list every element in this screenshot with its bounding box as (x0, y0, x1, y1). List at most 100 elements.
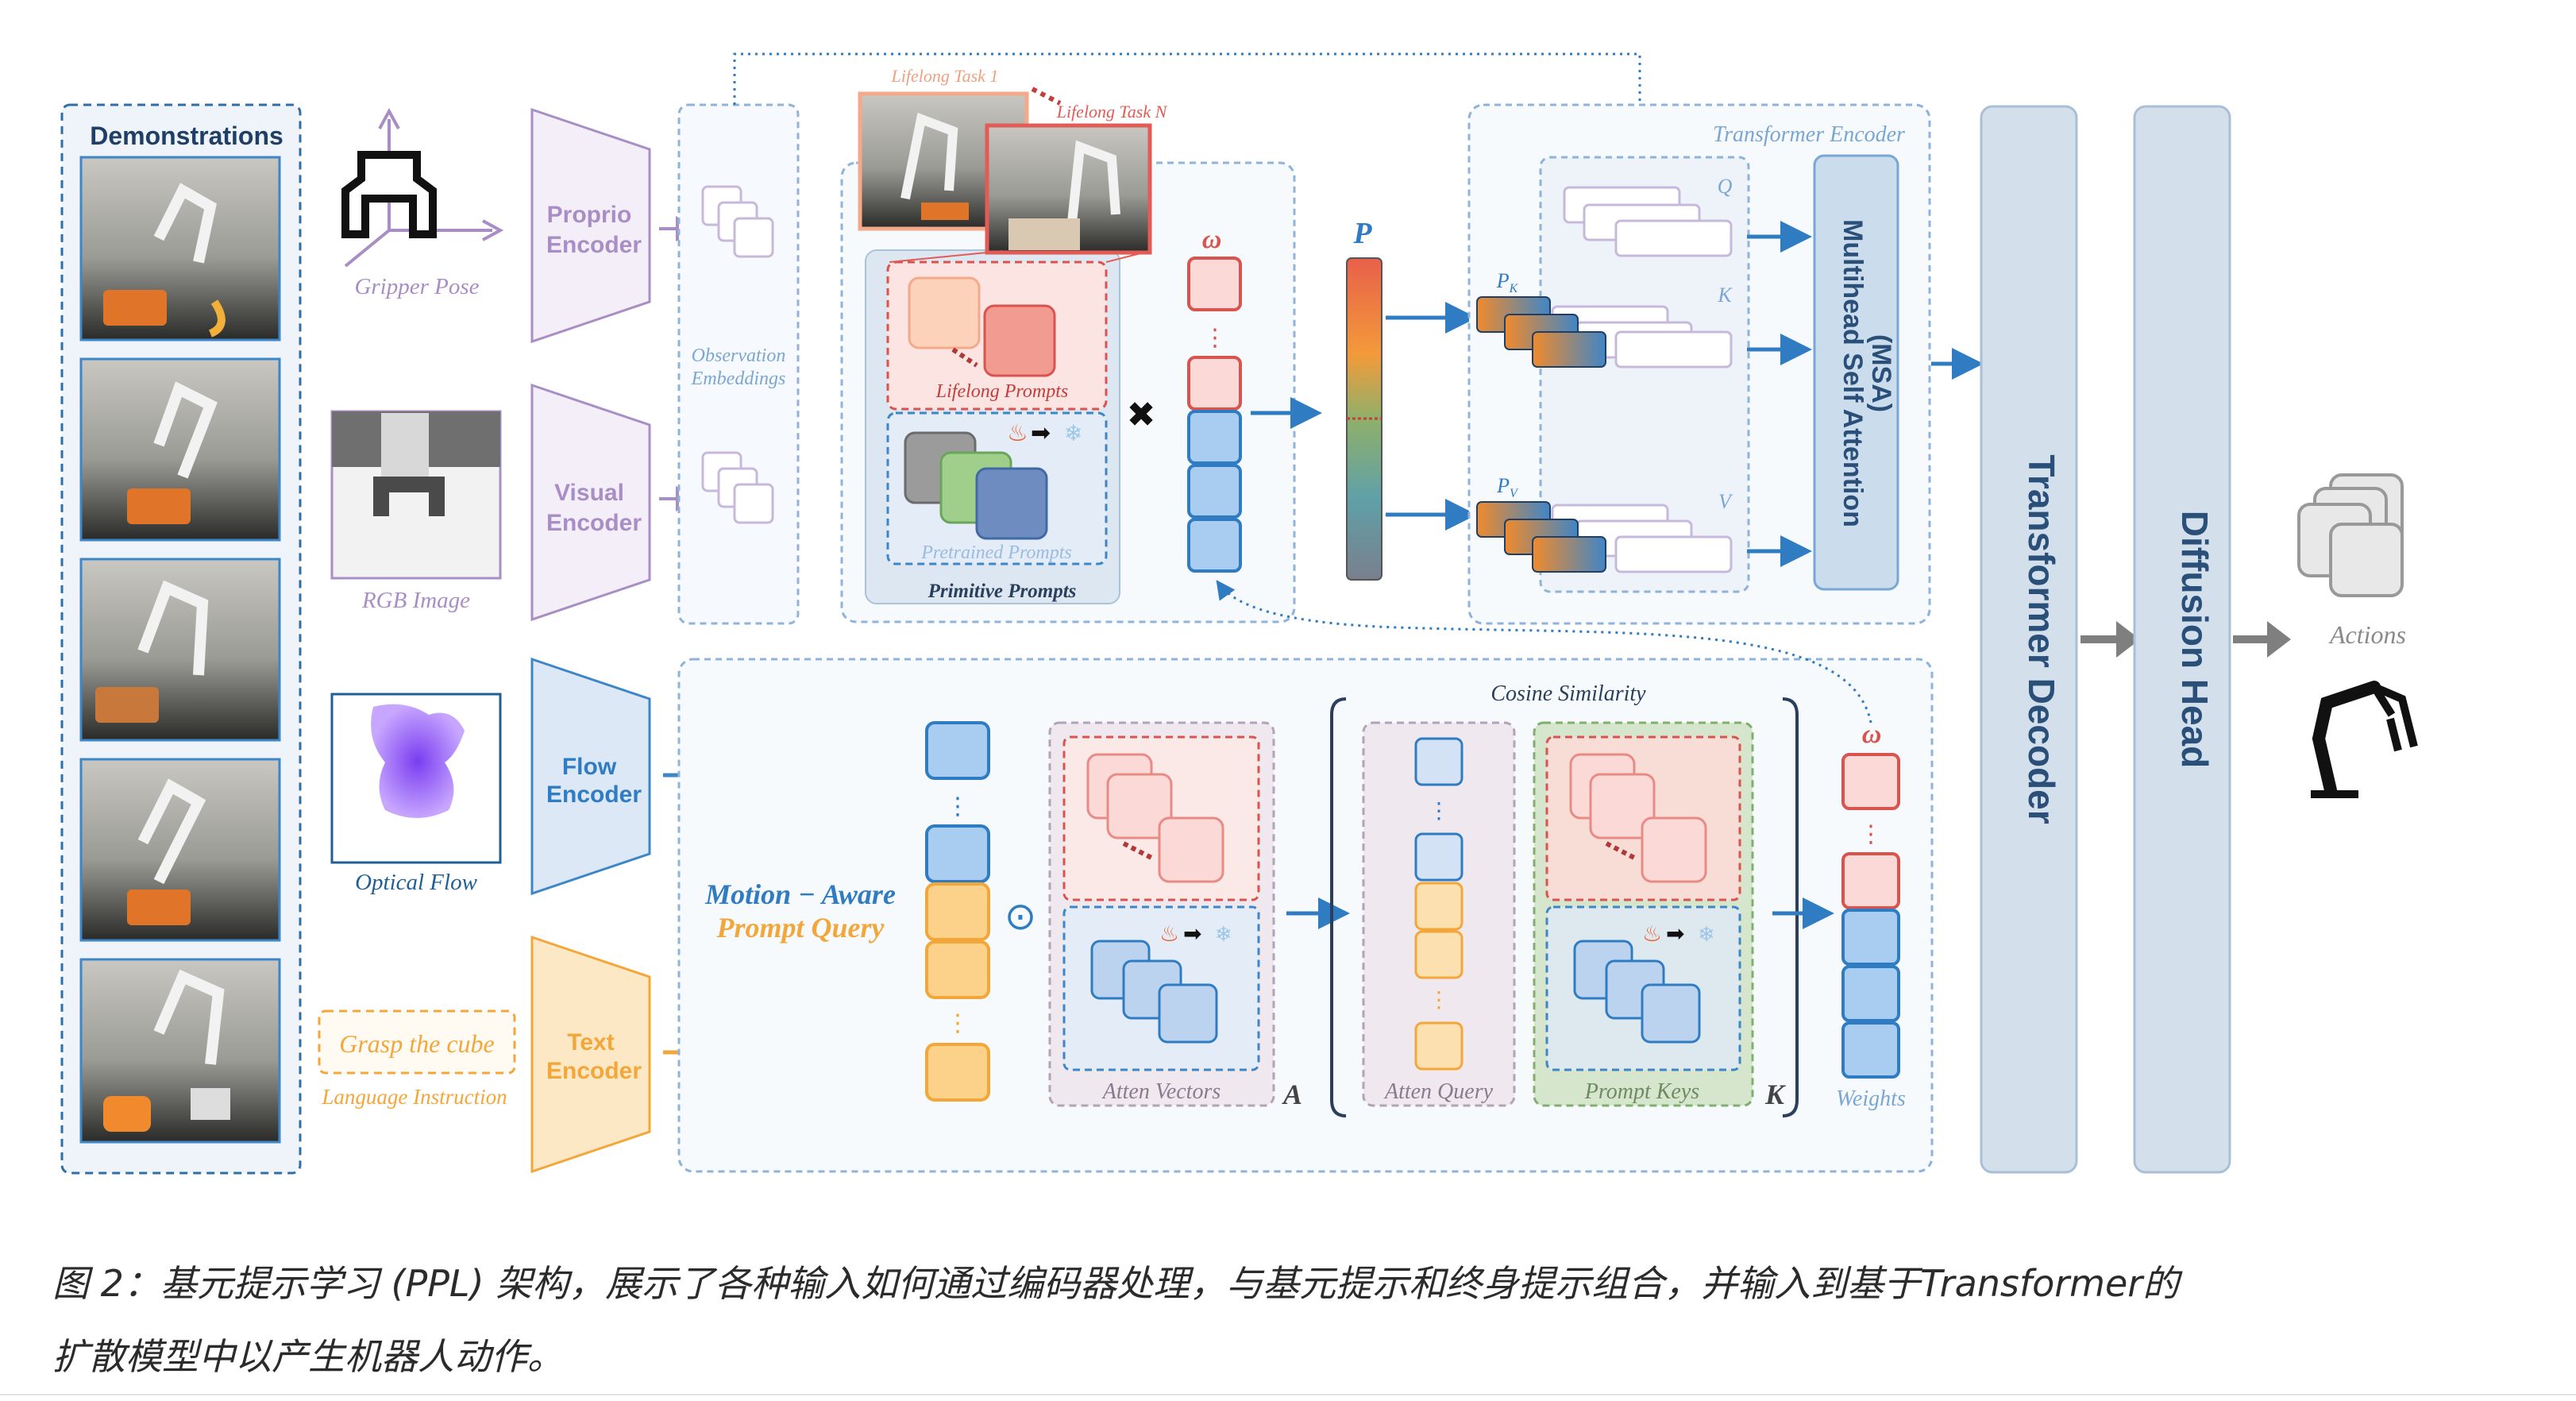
svg-text:Flow: Flow (562, 754, 617, 780)
demo-frame-4 (79, 758, 281, 942)
lifelong-task-1-label: Lifelong Task 1 (891, 66, 999, 86)
flow-encoder: Flow Encoder (530, 657, 651, 896)
gripper-pose-icon (341, 107, 504, 268)
fire-icon-2: ♨ (1159, 921, 1179, 946)
lifelong-prompts-label: Lifelong Prompts (935, 381, 1068, 402)
caption-line-2: 扩散模型中以产生机器人动作。 (52, 1335, 564, 1378)
lifelong-prompts-box: Lifelong Prompts (886, 261, 1108, 411)
atten-vectors-panel: ♨ ➡ ❄ Atten Vectors (1048, 721, 1275, 1107)
omega-weight-column-top: ⋮ (1187, 257, 1242, 573)
arrow-head-to-actions (2233, 621, 2291, 658)
svg-text:PK: PK (1496, 269, 1519, 295)
multiply-icon: ✖ (1127, 396, 1156, 434)
actions-label: Actions (2328, 620, 2406, 649)
svg-text:PV: PV (1496, 474, 1519, 500)
demonstrations-panel: Demonstrations (60, 103, 302, 1175)
arrow-right-icon-2: ➡ (1183, 921, 1201, 946)
transformer-decoder-label: Transformer Decoder (2021, 454, 2062, 824)
demo-frame-5 (79, 958, 281, 1144)
svg-text:Encoder: Encoder (546, 232, 642, 258)
robot-arm-icon (2311, 681, 2418, 798)
key-stack: K PK (1476, 269, 1733, 369)
diffusion-head-block: Diffusion Head (2133, 105, 2231, 1174)
k-label: K (1717, 284, 1733, 307)
bottom-divider (0, 1394, 2576, 1395)
msa-line-1: Multihead Self Attention (1838, 219, 1868, 527)
lifelong-task-n-label: Lifelong Task N (1056, 102, 1168, 122)
atten-query-panel: ⋮ ⋮ Atten Query (1362, 721, 1516, 1107)
transformer-decoder-block: Transformer Decoder (1980, 105, 2078, 1174)
query-token-column: ⋮ ⋮ (925, 721, 990, 1102)
cosine-bracket-left (1330, 697, 1347, 1117)
pv-label: P (1496, 474, 1510, 497)
optical-flow-thumbnail (330, 693, 502, 864)
omega-dots-top: ⋮ (1203, 325, 1227, 351)
v-label: V (1718, 490, 1733, 513)
svg-text:Proprio: Proprio (547, 202, 632, 228)
prompt-panel: Lifelong Prompts ♨ ➡ ❄ Pretrained Prompt… (840, 161, 1296, 623)
observation-embeddings-line-2: Embeddings (691, 369, 786, 389)
demo-frame-3 (79, 558, 281, 742)
visual-encoder-line-2: Encoder (546, 510, 642, 536)
actions-stack-icon (2297, 473, 2404, 597)
gripper-pose-label: Gripper Pose (354, 274, 479, 299)
svg-text:Text: Text (567, 1029, 614, 1056)
text-encoder-line-1: Text (567, 1029, 614, 1056)
caption-line-1: 图 2：基元提示学习 (PPL) 架构，展示了各种输入如何通过编码器处理，与基元… (52, 1262, 2180, 1305)
svg-text:Multihead Self Attention: Multihead Self Attention (1838, 219, 1868, 527)
p-label: P (1352, 217, 1372, 250)
proprio-encoder: Proprio Encoder (530, 107, 651, 344)
arrow-decoder-to-head (2080, 621, 2140, 658)
visual-encoder: Visual Encoder (530, 383, 651, 622)
visual-encoder-line-1: Visual (554, 480, 624, 506)
weights-label: Weights (1836, 1086, 1906, 1111)
rgb-image-label: RGB Image (361, 588, 470, 613)
atten-query-dots-1: ⋮ (1428, 798, 1450, 823)
svg-text:Embeddings: Embeddings (691, 369, 786, 389)
msa-line-2: (MSA) (1866, 334, 1896, 412)
svg-text:(MSA): (MSA) (1866, 334, 1896, 412)
rgb-image-thumbnail (330, 410, 502, 580)
observation-embeddings-panel: Observation Embeddings (677, 103, 800, 625)
letter-a: A (1282, 1079, 1302, 1110)
diffusion-head-label: Diffusion Head (2174, 511, 2215, 769)
primitive-prompts-label: Primitive Prompts (927, 581, 1077, 602)
transformer-encoder-panel: Transformer Encoder Q K PK V (1467, 103, 1931, 625)
optical-flow-label: Optical Flow (355, 870, 478, 895)
snowflake-icon-2: ❄ (1215, 922, 1232, 946)
prompt-keys-panel: ♨ ➡ ❄ Prompt Keys (1533, 721, 1754, 1107)
q-label: Q (1718, 175, 1733, 198)
lifelong-highlight-lines (889, 250, 1151, 263)
msa-block: Multihead Self Attention (MSA) (1813, 154, 1899, 591)
observation-embeddings-line-1: Observation (692, 345, 786, 366)
omega-label-top: ω (1202, 225, 1222, 254)
weights-column: ⋮ (1841, 753, 1900, 1079)
query-dots-1: ⋮ (946, 793, 970, 820)
omega-label-bottom: ω (1862, 720, 1882, 749)
weights-dots: ⋮ (1859, 821, 1883, 847)
atten-vectors-label: Atten Vectors (1101, 1079, 1221, 1104)
motion-aware-label: Motion − Aware (704, 878, 896, 910)
dotted-feedback-arrow (1216, 580, 1872, 724)
pv-sub: V (1510, 487, 1519, 500)
svg-text:Encoder: Encoder (546, 510, 642, 536)
transformer-encoder-title: Transformer Encoder (1713, 122, 1905, 147)
demo-frame-1 (79, 156, 281, 342)
svg-text:Observation: Observation (692, 345, 786, 366)
arrow-right-icon-3: ➡ (1666, 921, 1684, 946)
language-instruction-box: Grasp the cube (318, 1009, 516, 1075)
odot-operator: ⊙ (1005, 896, 1036, 938)
fire-icon: ♨ (1007, 420, 1028, 446)
value-stack: V PV (1476, 474, 1733, 573)
text-encoder-line-2: Encoder (546, 1058, 642, 1084)
pk-label: P (1496, 269, 1510, 292)
query-stack: Q (1563, 175, 1733, 257)
demonstrations-title: Demonstrations (90, 122, 283, 150)
proprio-embedding-stack (701, 185, 774, 258)
cosine-similarity-label: Cosine Similarity (1490, 681, 1646, 706)
prompt-query-label: Prompt Query (716, 912, 885, 944)
visual-embedding-stack (701, 451, 774, 524)
pk-sub: K (1509, 282, 1519, 295)
fire-icon-3: ♨ (1642, 921, 1662, 946)
prompt-keys-label: Prompt Keys (1584, 1079, 1699, 1104)
